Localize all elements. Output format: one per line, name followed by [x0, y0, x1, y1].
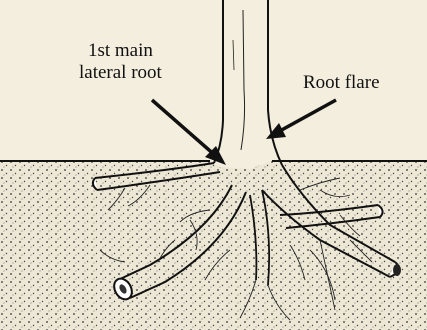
lateral-root-label-line1: 1st main	[79, 40, 162, 62]
arrow-lateral-root	[152, 100, 217, 157]
root-flare-label: Root flare	[303, 72, 380, 94]
arrow-root-flare	[278, 100, 336, 132]
trunk	[214, 0, 282, 165]
trunk-bark-line-2	[233, 40, 234, 70]
lateral-root-label: 1st main lateral root	[79, 40, 162, 84]
trunk-bark-line	[241, 10, 245, 150]
lateral-root-label-line2: lateral root	[79, 62, 162, 84]
soil-texture	[0, 161, 427, 330]
